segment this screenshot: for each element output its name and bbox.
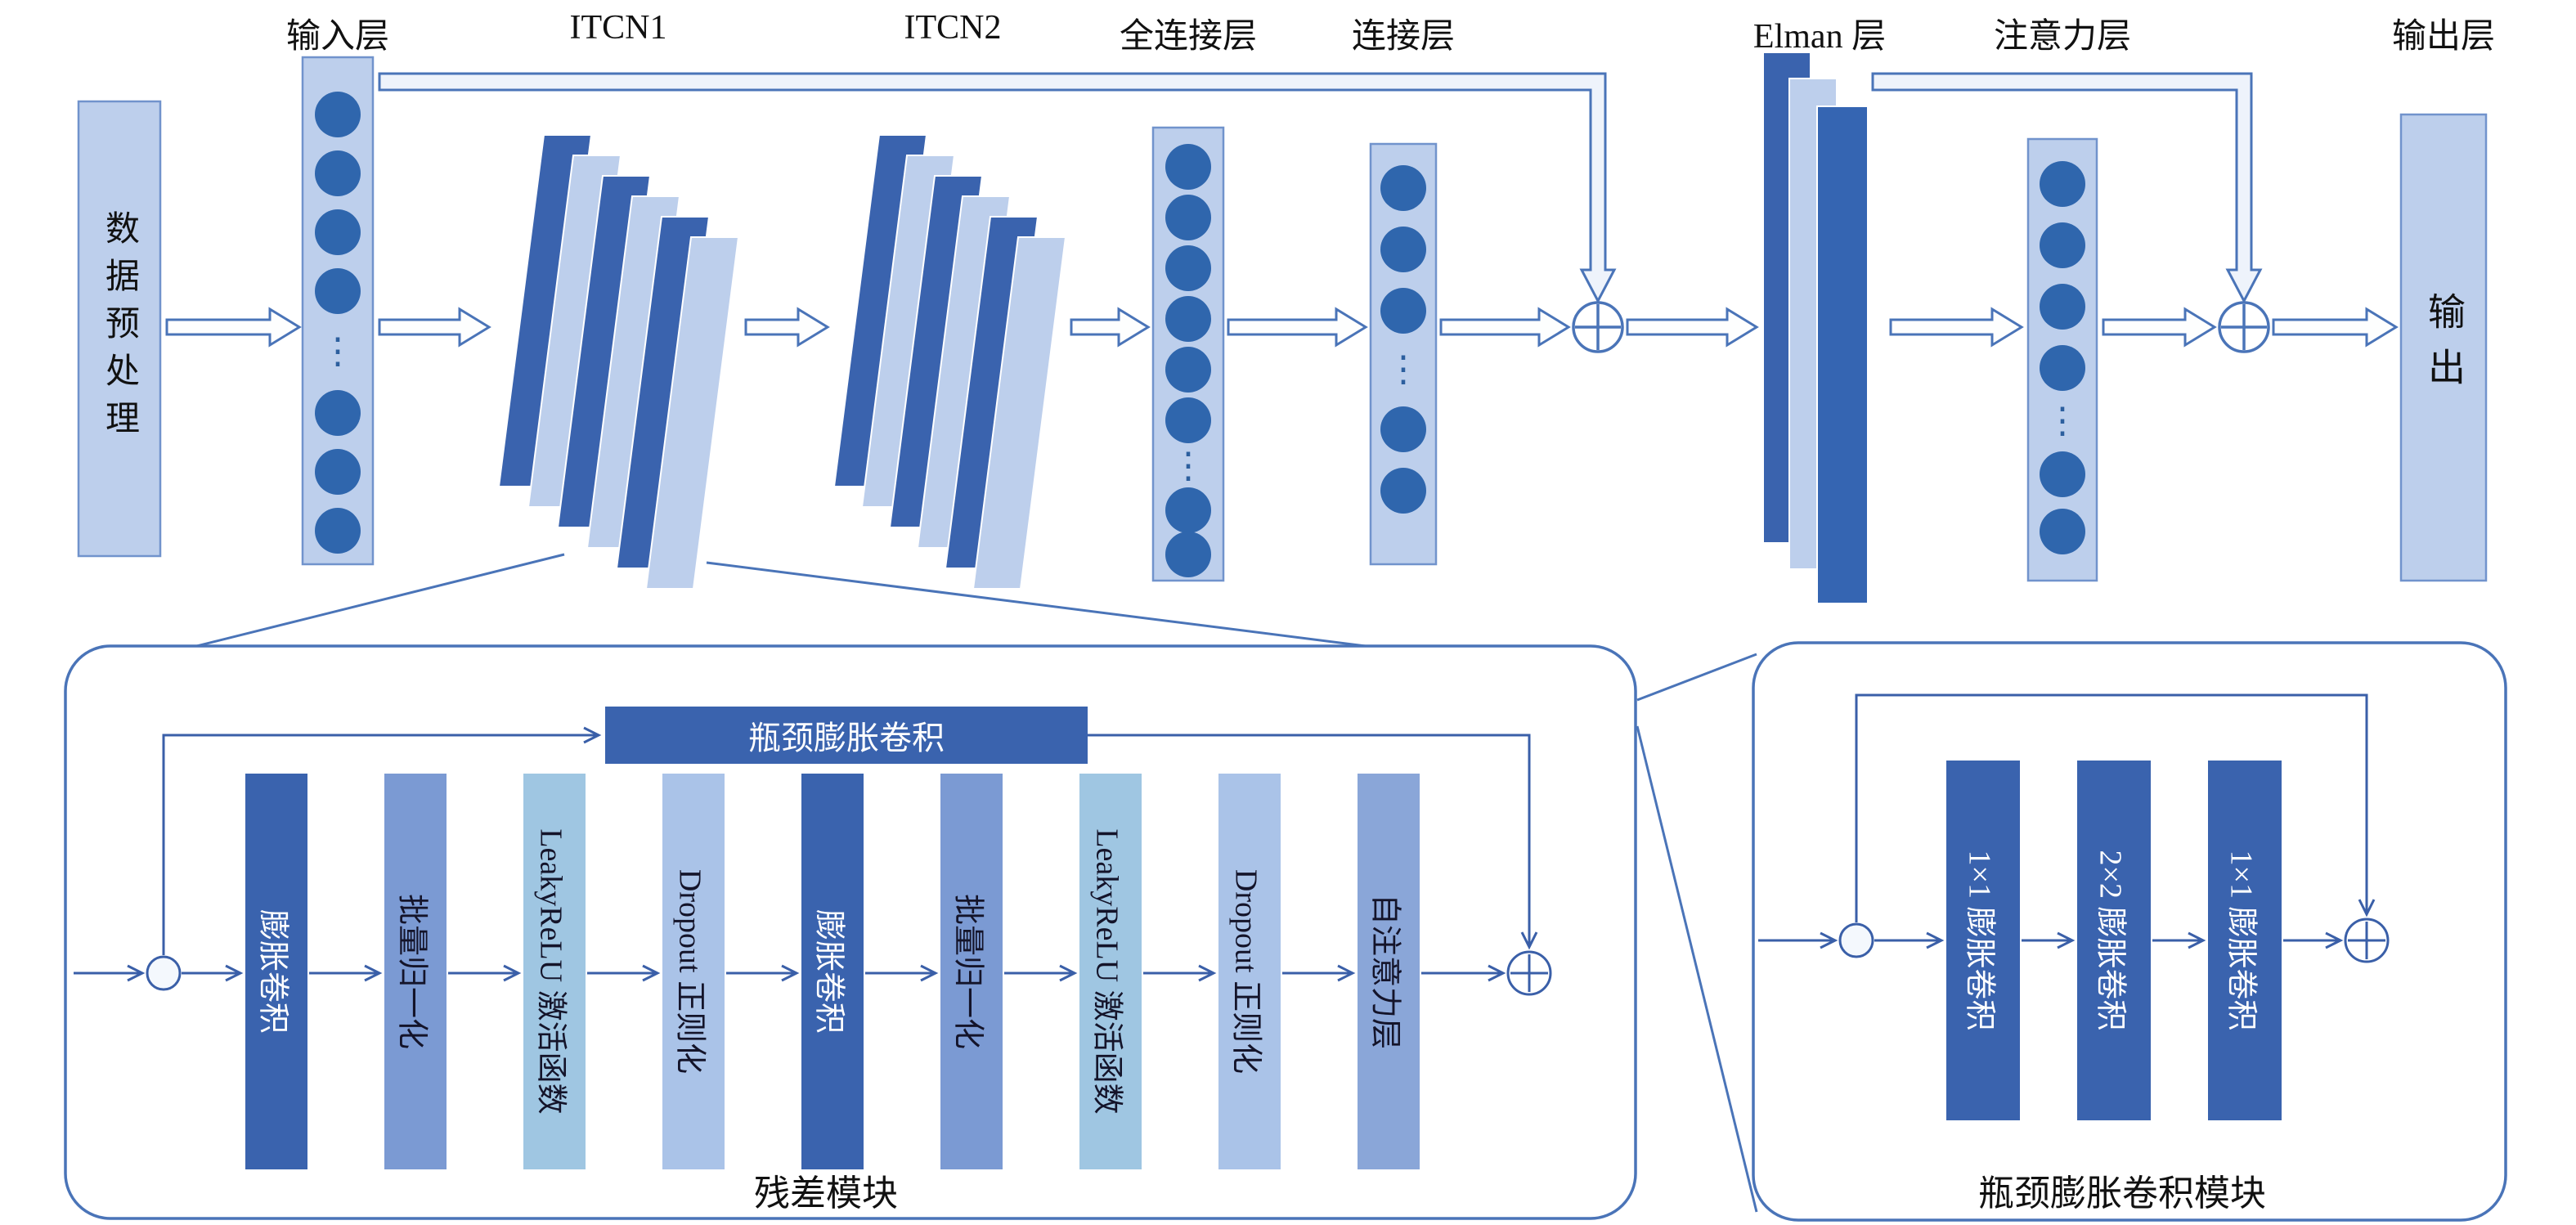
concat-layer	[1369, 142, 1438, 566]
block-label-dilated-conv-1: 膨胀卷积	[255, 909, 290, 1034]
bottleneck-flow-lines	[1758, 693, 2376, 949]
fc-ellipsis: ⋮	[1170, 446, 1206, 486]
residual-module-caption: 残差模块	[754, 1173, 898, 1214]
sum2-icon	[2218, 301, 2270, 353]
block-label-2x2-conv: 2×2 膨胀卷积	[2093, 850, 2128, 1031]
block-self-attention	[1358, 774, 1420, 1169]
residual-flow-lines	[74, 726, 1538, 982]
label-elman-layer: Elman 层	[1752, 18, 1887, 56]
block-label-dropout-2: Dropout 正则化	[1228, 868, 1263, 1075]
attention-ellipsis: ⋮	[2044, 401, 2080, 441]
flow-arrow	[744, 307, 830, 348]
block-label-leakyrelu-1: LeakyReLU 激活函数	[533, 828, 568, 1115]
concat-ellipsis: ⋮	[1385, 349, 1421, 389]
bottleneck-bar	[605, 707, 1088, 764]
fc-neurons	[1165, 144, 1211, 577]
bottleneck-module-caption: 瓶颈膨胀卷积模块	[1978, 1173, 2266, 1214]
bottleneck-sum-icon	[2344, 918, 2390, 963]
itcn1-stack	[497, 134, 740, 590]
block-leakyrelu-2	[1079, 774, 1142, 1169]
block-1x1-conv-a	[1946, 761, 2020, 1120]
concat-neurons	[1380, 165, 1426, 514]
block-label-batchnorm-1: 批量归一化	[394, 893, 429, 1050]
residual-input-node	[146, 955, 182, 991]
wedge-line	[1636, 653, 1757, 702]
flow-arrow	[1439, 307, 1571, 348]
block-1x1-conv-b	[2208, 761, 2282, 1120]
flow-arrow	[1626, 307, 1759, 348]
attention-neurons	[2040, 161, 2085, 554]
block-label-1x1-conv-a: 1×1 膨胀卷积	[1962, 850, 1997, 1031]
input-ellipsis: ⋮	[320, 331, 356, 371]
block-label-leakyrelu-2: LeakyReLU 激活函数	[1089, 828, 1124, 1115]
block-label-batchnorm-2: 批量归一化	[950, 893, 985, 1050]
preprocess-text: 数据预处理	[100, 210, 138, 447]
block-2x2-conv	[2077, 761, 2151, 1120]
bottleneck-input-node	[1838, 922, 1874, 958]
sum1-icon	[1572, 301, 1624, 353]
flow-arrow	[2102, 307, 2217, 348]
flow-arrow	[1889, 307, 2024, 348]
block-label-dropout-1: Dropout 正则化	[672, 868, 707, 1075]
block-label-1x1-conv-b: 1×1 膨胀卷积	[2224, 850, 2259, 1031]
block-label-self-attention: 自注意力层	[1367, 893, 1402, 1050]
residual-internals	[74, 707, 1552, 1169]
wedge-line	[1636, 725, 1758, 1213]
label-concat-layer: 连接层	[1351, 18, 1456, 56]
flow-arrow	[2272, 307, 2399, 348]
preprocess-block	[77, 100, 162, 558]
block-batchnorm-1	[384, 774, 447, 1169]
label-output-layer: 输出层	[2391, 18, 2496, 56]
elman-stack	[1762, 52, 1869, 604]
input-neurons	[315, 92, 361, 554]
bottleneck-bar-label: 瓶颈膨胀卷积	[748, 720, 945, 756]
fc-layer	[1151, 126, 1225, 582]
label-attention-layer: 注意力层	[1993, 18, 2132, 56]
skip-elman-to-sum2	[1871, 72, 2263, 304]
flow-arrow	[1227, 307, 1368, 348]
block-label-dilated-conv-2: 膨胀卷积	[811, 909, 846, 1034]
label-input-layer: 输入层	[285, 18, 390, 56]
input-layer	[301, 56, 375, 566]
block-dilated-conv-1	[245, 774, 307, 1169]
pipeline-arrows	[165, 307, 2399, 348]
skip-input-to-sum1	[378, 72, 1617, 304]
label-itcn2: ITCN2	[904, 9, 1002, 47]
flow-arrow	[1070, 307, 1151, 348]
itcn2-stack	[832, 134, 1067, 590]
skip-connections	[378, 72, 2263, 304]
flow-arrow	[165, 307, 302, 348]
label-fc-layer: 全连接层	[1119, 18, 1258, 56]
block-leakyrelu-1	[523, 774, 586, 1169]
output-block	[2399, 113, 2488, 582]
residual-sum-icon	[1506, 950, 1552, 996]
attention-layer	[2026, 137, 2098, 582]
block-dropout-1	[662, 774, 725, 1169]
flow-arrow	[378, 307, 491, 348]
block-batchnorm-2	[940, 774, 1003, 1169]
output-text: 输出	[2423, 292, 2465, 403]
block-dilated-conv-2	[801, 774, 864, 1169]
bottleneck-internals	[1758, 693, 2390, 1120]
block-dropout-2	[1218, 774, 1281, 1169]
label-itcn1: ITCN1	[569, 9, 667, 47]
